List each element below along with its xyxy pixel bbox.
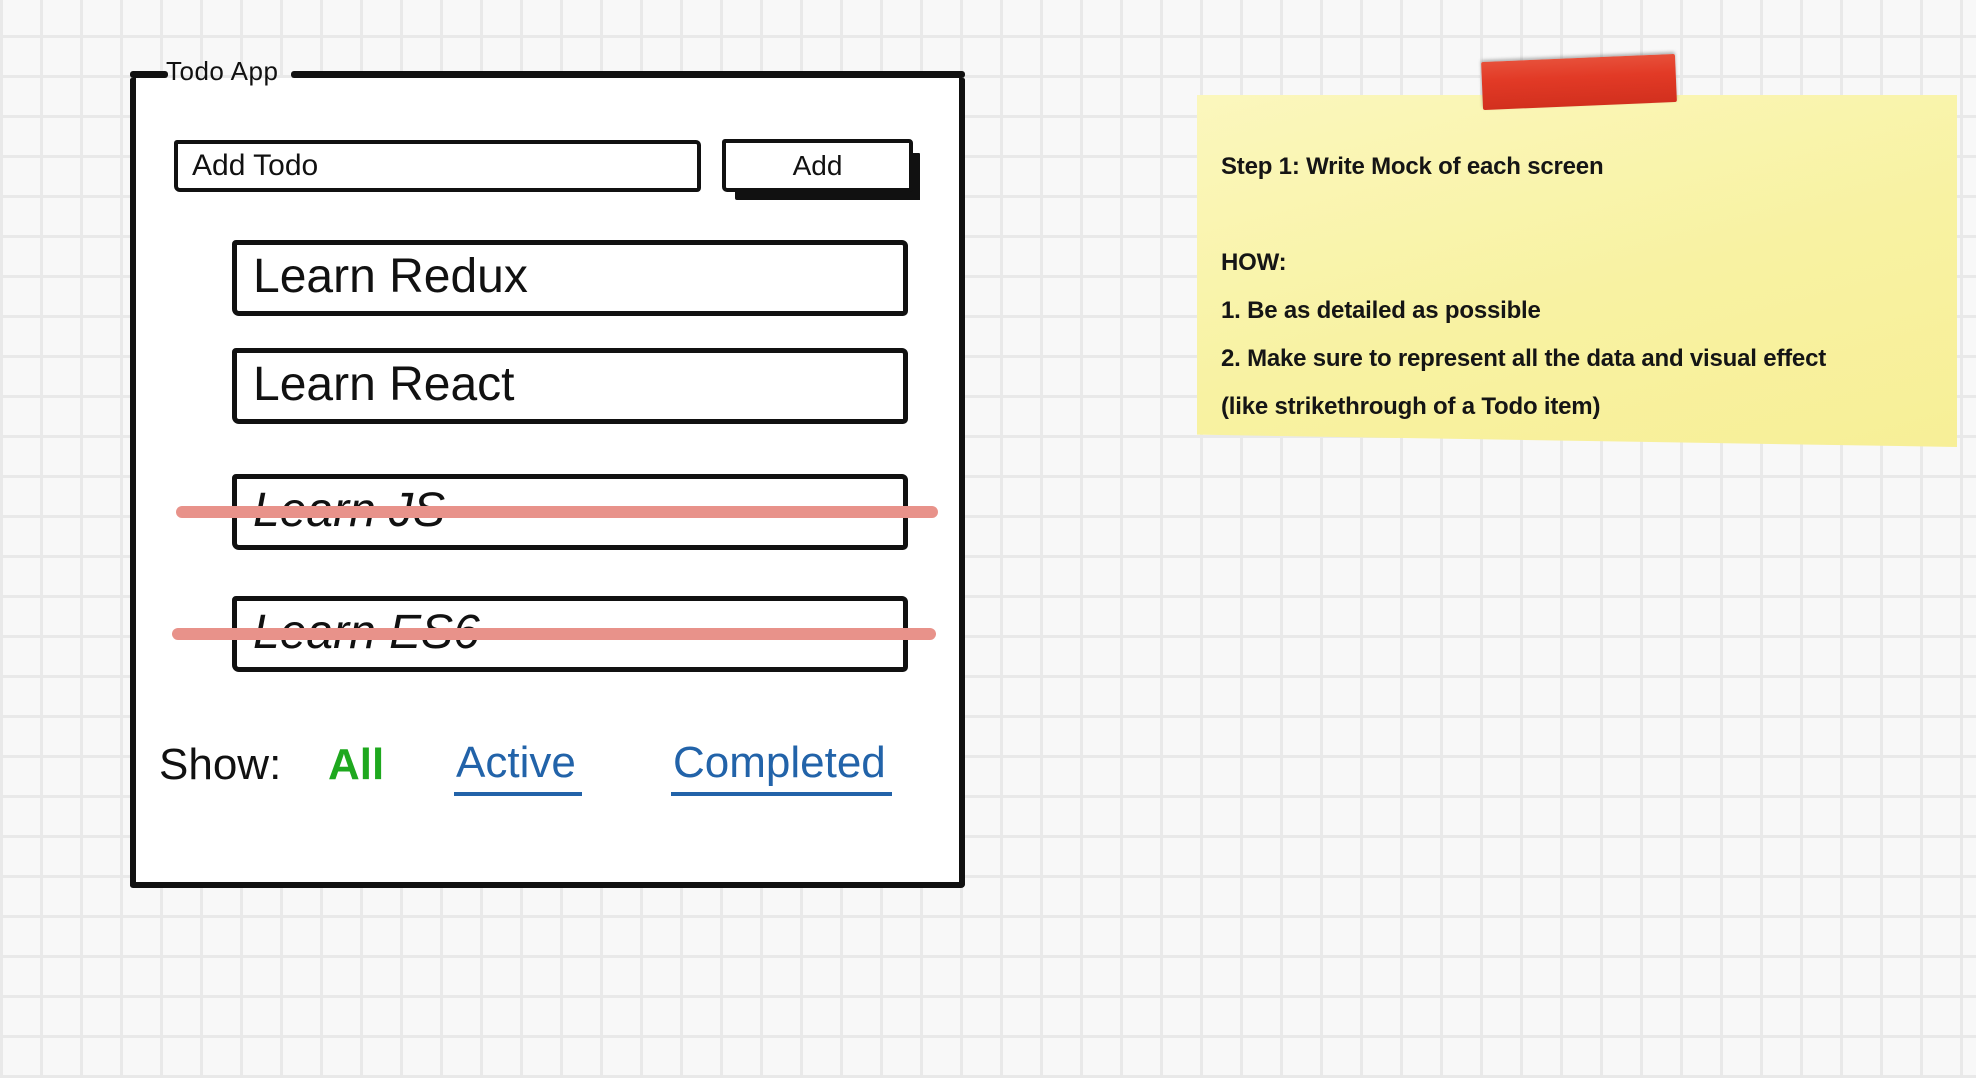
strikethrough-line [176, 506, 938, 518]
note-line: (like strikethrough of a Todo item) [1221, 393, 1601, 420]
todo-item[interactable]: Learn Redux [232, 240, 908, 316]
filter-active[interactable]: Active [454, 738, 582, 796]
frame-border-segment [291, 71, 965, 78]
note-line: 1. Be as detailed as possible [1221, 297, 1541, 324]
note-line: 2. Make sure to represent all the data a… [1221, 345, 1827, 372]
note-line: HOW: [1221, 249, 1287, 276]
sticky-note[interactable]: Step 1: Write Mock of each screen HOW: 1… [1197, 95, 1957, 447]
sticky-note-group: Step 1: Write Mock of each screen HOW: 1… [1197, 53, 1957, 450]
frame-border-segment [130, 71, 168, 78]
add-button-label: Add [792, 149, 843, 181]
add-button[interactable]: Add [722, 139, 913, 192]
strikethrough-line [172, 628, 936, 640]
red-tape-icon [1481, 53, 1677, 111]
show-label: Show: [159, 740, 282, 789]
filter-completed[interactable]: Completed [671, 738, 892, 796]
todo-item[interactable]: Learn React [232, 348, 908, 424]
note-line [1221, 191, 1941, 239]
filter-row: Show: All Active Completed [136, 738, 959, 802]
sticky-note-text: Step 1: Write Mock of each screen HOW: 1… [1221, 143, 1941, 431]
note-line: Step 1: Write Mock of each screen [1221, 153, 1604, 180]
todo-app-frame: Todo App Add Learn Redux Learn React Lea… [130, 56, 965, 888]
add-todo-input[interactable] [174, 140, 701, 192]
filter-all[interactable]: All [328, 740, 385, 789]
frame-title: Todo App [166, 56, 279, 86]
